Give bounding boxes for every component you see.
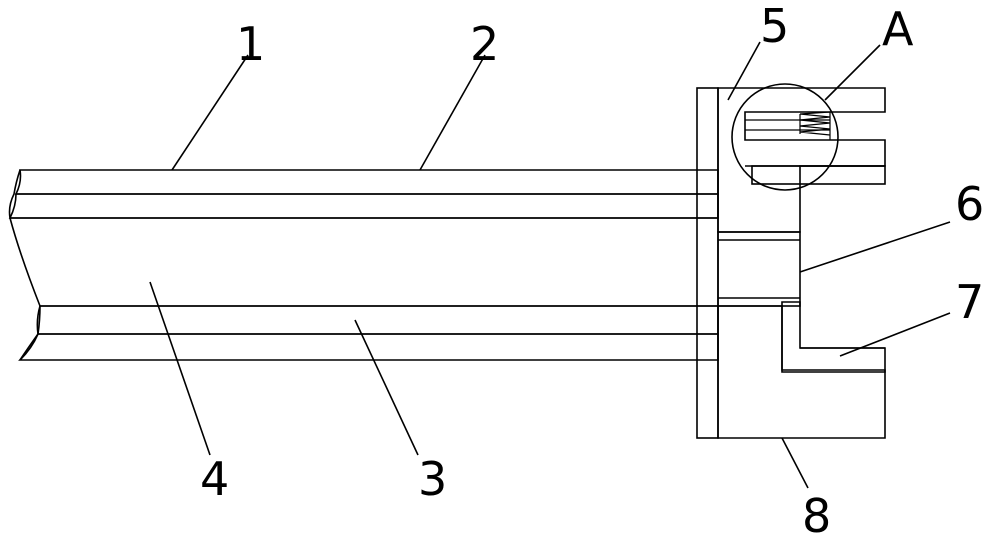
connector-housing xyxy=(696,87,886,439)
label-3: 3 xyxy=(418,452,447,506)
leader-lines xyxy=(149,41,951,489)
label-a: A xyxy=(882,2,914,56)
label-4: 4 xyxy=(200,452,229,506)
label-2: 2 xyxy=(470,17,499,71)
upper-pipe-wall xyxy=(8,169,719,219)
detail-circle-a xyxy=(731,83,839,191)
pipe-break-line xyxy=(8,169,41,361)
label-8: 8 xyxy=(802,489,831,543)
label-5: 5 xyxy=(760,0,789,53)
label-1: 1 xyxy=(236,17,265,71)
label-6: 6 xyxy=(955,177,984,231)
label-7: 7 xyxy=(955,275,984,329)
spring xyxy=(799,111,831,136)
lower-pipe-wall xyxy=(18,305,719,361)
